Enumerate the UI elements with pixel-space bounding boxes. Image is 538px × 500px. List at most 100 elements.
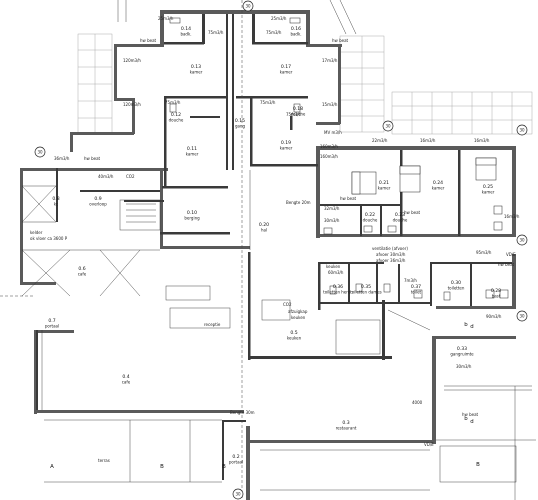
room-number: 0.8 [52, 196, 59, 202]
room-number: 0.6 [78, 266, 85, 272]
annotation-text: hw beat [332, 38, 349, 43]
room-number: 0.37 [411, 284, 421, 290]
room-number: 0.4 [122, 374, 129, 380]
annotation-text: 32m3/h [324, 206, 340, 211]
section-letter: B [160, 464, 164, 470]
section-letter: d [470, 419, 473, 425]
annotation-text: hw beat [462, 412, 479, 417]
grid-marker-circle [242, 0, 254, 12]
room-number: 0.13 [191, 64, 201, 70]
annotation-text: hw beat [84, 156, 101, 161]
room-number: 0.11 [187, 146, 197, 152]
room-number: 0.12 [171, 112, 181, 118]
room-number: 0.28 [491, 288, 501, 294]
annotation-text: hw beat [340, 196, 357, 201]
room-number: 0.15 [235, 118, 245, 124]
room-name: kamer [378, 186, 391, 191]
room-name: douche [291, 112, 306, 117]
annotation-text: hw beat [140, 38, 157, 43]
annotation-text: 60m3/h [328, 270, 344, 275]
room-number: 0.25 [483, 184, 493, 190]
annotation-text: hw beat [404, 210, 421, 215]
annotation-text: afzuigkap [288, 309, 308, 314]
section-letter: A [50, 464, 54, 470]
room-name: kamer [432, 186, 445, 191]
grid-marker: 30 [242, 0, 254, 12]
annotation-text: Bengte 20m [286, 200, 311, 205]
grid-marker-circle [34, 146, 46, 158]
grid-marker-circle [516, 124, 528, 136]
exterior-walls [20, 10, 516, 500]
room-name: toilet [411, 290, 422, 295]
annotation-text: 95m3/h [476, 250, 492, 255]
grid-marker-label: 30 [519, 128, 525, 133]
room-name: douche [363, 218, 378, 223]
annotation-text: 30m3/h [456, 364, 472, 369]
annotation-text: 75m3/h [286, 112, 302, 117]
annotation-text: 16m3/h [504, 214, 520, 219]
room-name: toiletten [448, 286, 465, 291]
annotation-text: 25m3/h [271, 16, 287, 21]
room-number: 0.3 [342, 420, 349, 426]
room-number: 0.24 [433, 180, 443, 186]
annotation-text: hw beat [498, 262, 515, 267]
annotation-text: 16m3/h [474, 138, 490, 143]
room-name: berging [184, 216, 200, 221]
annotation-text: 75m3/h [260, 100, 276, 105]
annotation-text: Bengte 30m [230, 410, 255, 415]
annotation-text: 75m3/h [208, 30, 224, 35]
room-name: kamer [482, 190, 495, 195]
paving-grid-top-right [339, 35, 385, 133]
room-name: hal [261, 228, 267, 233]
annotation-text: afvoer 36m3/h [376, 258, 406, 263]
paving-grid-top-left [77, 33, 113, 135]
room-number: 0.16 [291, 26, 301, 32]
grid-marker: 30 [232, 488, 244, 500]
annotation-text: receptie [204, 322, 221, 327]
grid-marker-label: 30 [37, 150, 43, 155]
annotation-text: terras [98, 458, 110, 463]
section-letter: b [464, 322, 468, 328]
annotation-text: keuken [326, 264, 341, 269]
room-number: 0.36 [333, 284, 343, 290]
annotation-text: 22m3/h [372, 138, 388, 143]
room-name: kamer [186, 152, 199, 157]
room-name: cafe [122, 380, 131, 385]
room-number: 0.33 [457, 346, 467, 352]
annotation-text: 160m3/h [320, 154, 338, 159]
room-name: toiletten heren [323, 290, 353, 295]
room-number: 0.14 [181, 26, 191, 32]
room-number: 0.35 [361, 284, 371, 290]
room-label: 0.8kc [52, 196, 59, 207]
beds [351, 157, 497, 195]
room-number: 0.21 [379, 180, 389, 186]
room-name: keuken [287, 336, 302, 341]
room-name: portaal [229, 460, 243, 465]
room-name: cafe [78, 272, 87, 277]
annotation-text: 40m3/h [98, 174, 114, 179]
grid-marker: 30 [382, 120, 394, 132]
annotation-text: MV m3/h [324, 130, 342, 135]
room-number: 0.10 [187, 210, 197, 216]
